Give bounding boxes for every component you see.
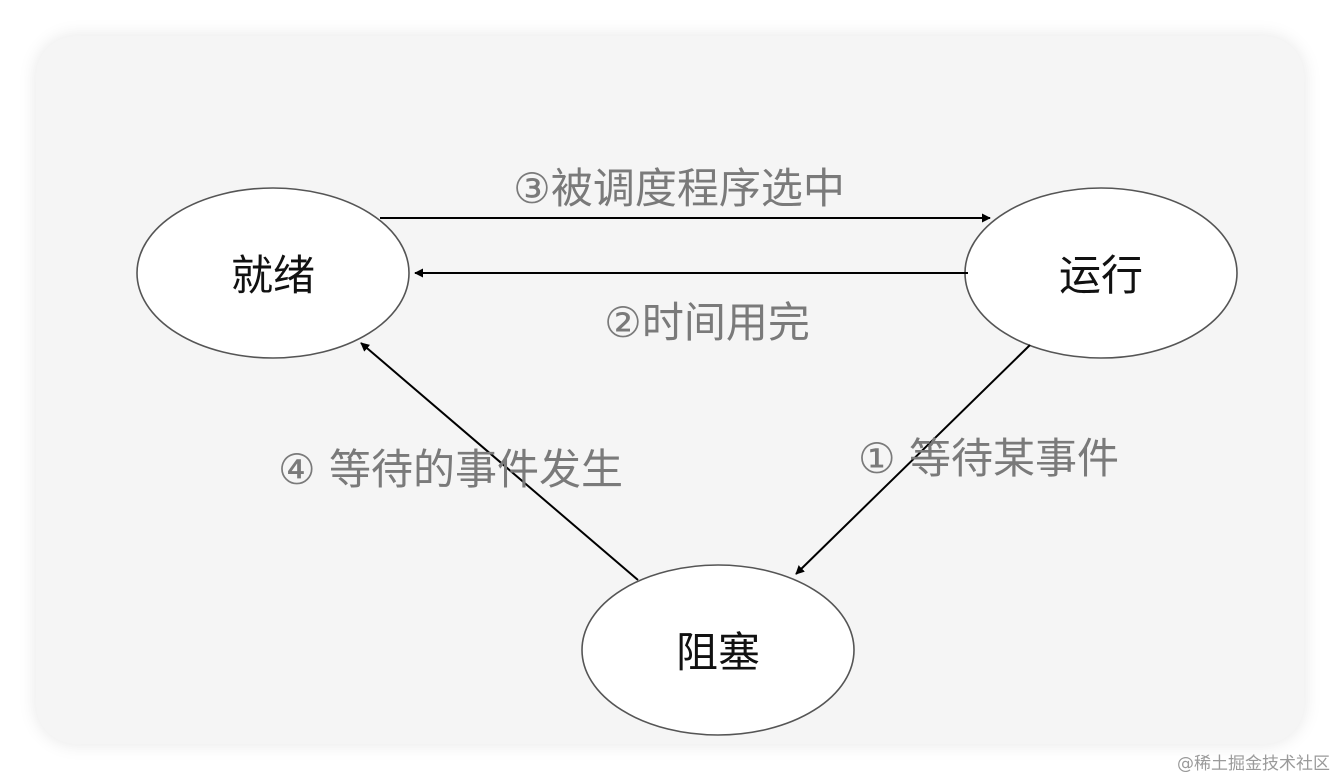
edge-running-to-blocked-label: ① 等待某事件 bbox=[858, 434, 1119, 483]
node-running: 运行 bbox=[964, 187, 1238, 359]
node-blocked-label: 阻塞 bbox=[676, 628, 760, 677]
edge-blocked-to-ready bbox=[360, 342, 639, 581]
node-running-label: 运行 bbox=[1059, 251, 1143, 300]
node-ready: 就绪 bbox=[136, 187, 410, 359]
edge-running-to-ready-label: ②时间用完 bbox=[604, 298, 810, 347]
edge-ready-to-running-label: ③被调度程序选中 bbox=[513, 164, 845, 213]
watermark: @稀土掘金技术社区 bbox=[1177, 754, 1330, 774]
edge-blocked-to-ready-label: ④ 等待的事件发生 bbox=[278, 445, 623, 494]
node-blocked: 阻塞 bbox=[581, 564, 855, 736]
node-ready-label: 就绪 bbox=[231, 251, 315, 300]
edge-running-to-blocked bbox=[795, 344, 1031, 575]
